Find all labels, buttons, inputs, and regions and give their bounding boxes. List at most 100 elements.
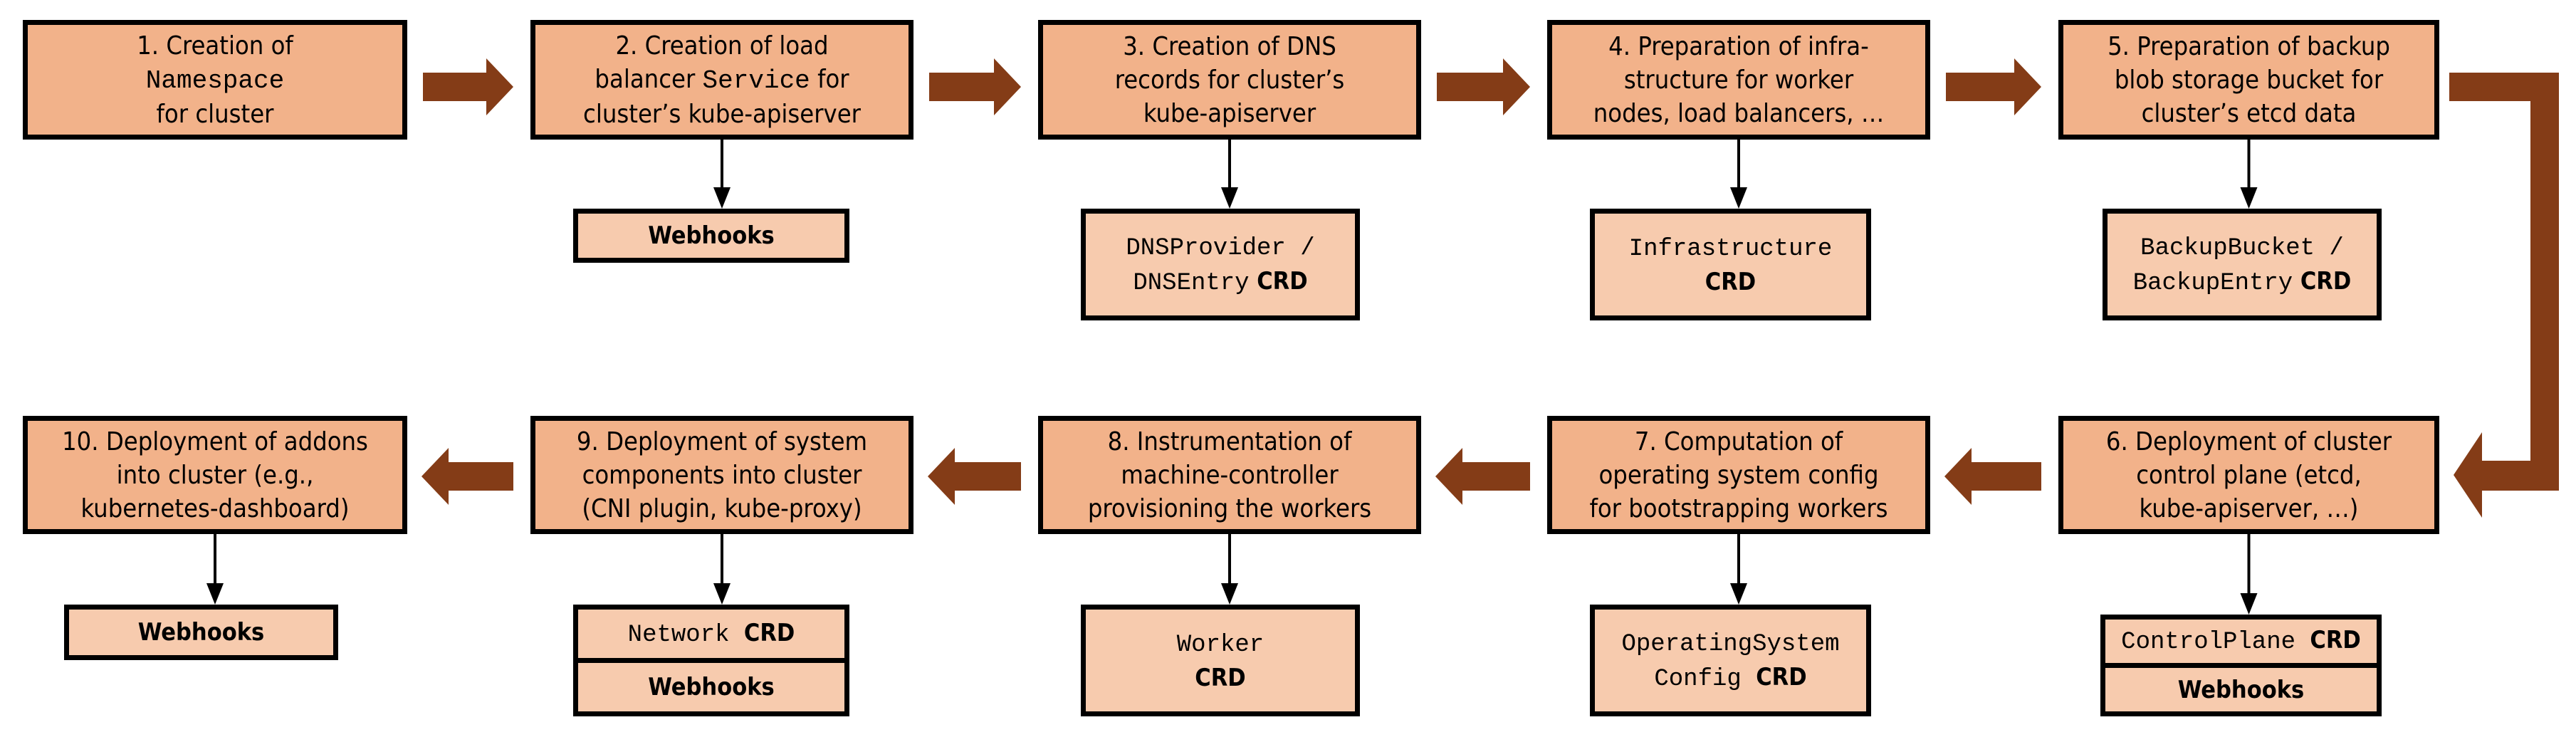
text-line: BackupBucket / bbox=[2140, 230, 2344, 265]
text-line: Namespace bbox=[146, 63, 284, 98]
connector-arrowhead bbox=[206, 583, 224, 605]
resource-section: Webhooks bbox=[2105, 663, 2377, 711]
flow-arrow-left bbox=[928, 448, 1021, 505]
text-line: balancer Service for bbox=[595, 63, 849, 98]
resource-section: Network CRD bbox=[578, 610, 844, 658]
label-text: 5. Preparation of backup bbox=[2108, 31, 2390, 61]
connector-arrowhead bbox=[2240, 187, 2258, 209]
label-text: (CNI plugin, kube-proxy) bbox=[582, 493, 862, 523]
label-text: Webhooks bbox=[648, 673, 775, 701]
label-text: 1. Creation of bbox=[137, 31, 293, 61]
text-line: ControlPlane CRD bbox=[2121, 624, 2361, 659]
label-text: 10. Deployment of addons bbox=[62, 427, 368, 456]
text-line: provisioning the workers bbox=[1088, 492, 1371, 526]
text-line: kube-apiserver, …) bbox=[2140, 492, 2359, 526]
resource-box-9: Network CRD Webhooks bbox=[573, 605, 849, 716]
flow-arrow-right bbox=[1437, 58, 1530, 115]
text-line: DNSEntry CRD bbox=[1133, 265, 1307, 300]
text-line: Network CRD bbox=[628, 617, 795, 652]
resource-kind-code: ControlPlane bbox=[2121, 629, 2310, 656]
label-text: 4. Preparation of infra- bbox=[1608, 31, 1869, 61]
label-text: blob storage bucket for bbox=[2114, 65, 2384, 95]
text-line: 7. Computation of bbox=[1635, 425, 1843, 459]
label-text: CRD bbox=[1195, 664, 1246, 692]
resource-kind-code: Namespace bbox=[145, 66, 285, 95]
text-line: blob storage bucket for bbox=[2115, 63, 2383, 97]
label-text: CRD bbox=[1705, 268, 1756, 296]
text-line: Webhooks bbox=[648, 671, 775, 704]
resource-section: DNSProvider / DNSEntry CRD bbox=[1086, 214, 1355, 315]
text-line: kubernetes-dashboard) bbox=[81, 492, 350, 526]
text-line: OperatingSystem bbox=[1621, 626, 1839, 661]
step-box-5: 5. Preparation of backup blob storage buc… bbox=[2058, 20, 2439, 140]
resource-kind-code: BackupBucket / bbox=[2140, 234, 2344, 262]
text-line: kube-apiserver bbox=[1143, 97, 1316, 130]
label-text: CRD bbox=[2310, 626, 2361, 654]
text-line: cluster’s kube-apiserver bbox=[583, 98, 861, 131]
text-line: Worker bbox=[1177, 627, 1264, 662]
resource-kind-code: OperatingSystem bbox=[1621, 630, 1840, 658]
text-line: 1. Creation of bbox=[137, 29, 293, 63]
label-text: balancer bbox=[595, 64, 703, 94]
label-text: CRD bbox=[1249, 266, 1308, 296]
resource-box-10: Webhooks bbox=[64, 605, 338, 660]
flow-arrow-right bbox=[423, 58, 513, 115]
text-line: cluster’s etcd data bbox=[2142, 97, 2357, 130]
text-line: Webhooks bbox=[138, 616, 265, 649]
label-text: CRD bbox=[1756, 662, 1807, 691]
resource-section: Webhooks bbox=[578, 658, 844, 711]
resource-kind-code: Infrastructure bbox=[1628, 236, 1833, 263]
resource-kind-code: DNSEntry bbox=[1133, 269, 1250, 297]
label-text: records for cluster’s bbox=[1114, 65, 1345, 95]
connector-arrowhead bbox=[2240, 593, 2258, 615]
step-box-4: 4. Preparation of infra-structure for wo… bbox=[1547, 20, 1930, 140]
label-text: provisioning the workers bbox=[1087, 493, 1372, 523]
text-line: nodes, load balancers, … bbox=[1593, 97, 1884, 130]
resource-kind-code: DNSProvider / bbox=[1126, 234, 1315, 262]
text-line: 2. Creation of load bbox=[615, 29, 828, 63]
text-line: for bootstrapping workers bbox=[1589, 492, 1888, 526]
resource-kind-code: Service bbox=[702, 66, 810, 95]
label-text: Webhooks bbox=[137, 618, 265, 647]
text-line: structure for worker bbox=[1624, 63, 1853, 97]
text-line: for cluster bbox=[157, 98, 274, 131]
text-line: operating system config bbox=[1598, 459, 1878, 492]
resource-box-3: DNSProvider / DNSEntry CRD bbox=[1081, 209, 1360, 320]
label-text: 3. Creation of DNS bbox=[1123, 31, 1336, 61]
resource-section: Webhooks bbox=[578, 214, 844, 258]
text-line: CRD bbox=[1195, 662, 1245, 694]
connector-arrowhead bbox=[1730, 187, 1747, 209]
text-line: 5. Preparation of backup bbox=[2108, 30, 2390, 63]
label-text: operating system config bbox=[1598, 460, 1879, 490]
flow-arrow-left bbox=[422, 448, 513, 505]
text-line: 3. Creation of DNS bbox=[1123, 30, 1336, 63]
text-line: Webhooks bbox=[648, 219, 775, 252]
resource-section: Webhooks bbox=[69, 610, 333, 655]
connector-arrowhead bbox=[1730, 583, 1747, 605]
label-text: 7. Computation of bbox=[1634, 427, 1843, 456]
text-line: 8. Instrumentation of bbox=[1108, 425, 1352, 459]
step-box-1: 1. Creation of Namespace for cluster bbox=[23, 20, 407, 140]
label-text: 6. Deployment of cluster bbox=[2105, 427, 2392, 456]
label-text: for cluster bbox=[156, 99, 274, 129]
text-line: Webhooks bbox=[2178, 674, 2305, 706]
label-text: Webhooks bbox=[2177, 675, 2305, 704]
flow-arrow-turn bbox=[2449, 73, 2559, 518]
resource-box-5: BackupBucket /BackupEntry CRD bbox=[2103, 209, 2382, 320]
text-line: machine-controller bbox=[1121, 459, 1338, 492]
resource-section: ControlPlane CRD bbox=[2105, 620, 2377, 663]
label-text: for bbox=[810, 64, 849, 94]
label-text: 8. Instrumentation of bbox=[1107, 427, 1352, 456]
text-line: 10. Deployment of addons bbox=[62, 425, 368, 459]
